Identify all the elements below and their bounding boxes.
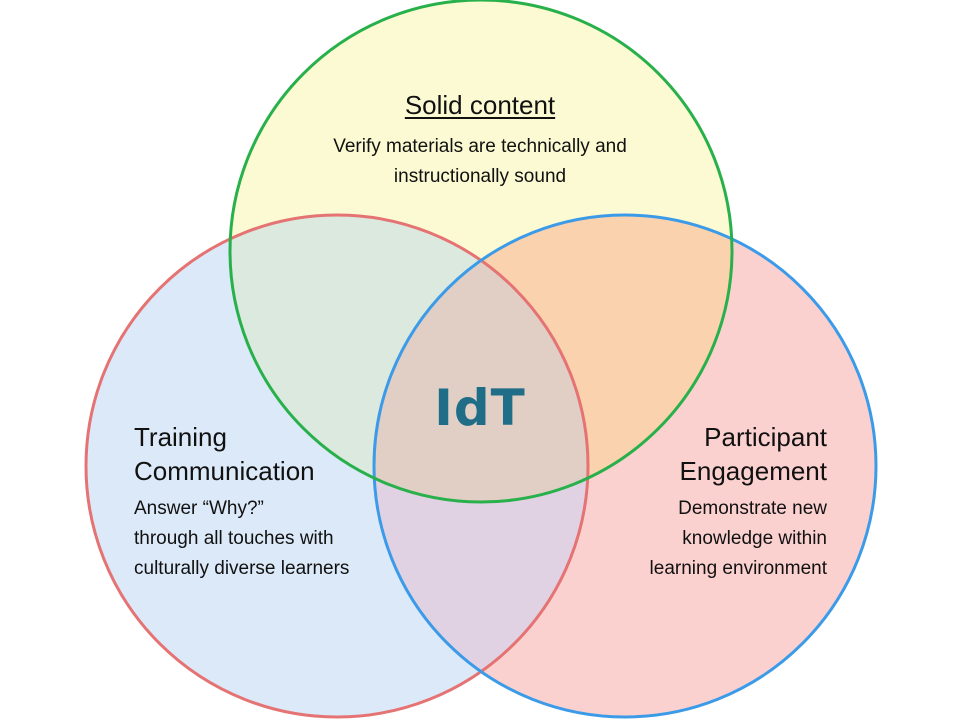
solid-content-description: Verify materials are technically and ins… — [280, 132, 680, 192]
solid-content-title: Solid content — [404, 90, 556, 120]
participant-engagement-group: Participant Engagement Demonstrate new k… — [540, 420, 827, 584]
training-circle-outline — [84, 213, 590, 719]
training-desc-line: culturally diverse learners — [134, 558, 350, 579]
participant-engagement-description: Demonstrate new knowledge within learnin… — [540, 494, 827, 584]
participant-desc-line: Demonstrate new — [678, 498, 827, 519]
idt-logo: IdT — [434, 379, 526, 437]
solid-circle-outline — [228, 0, 734, 504]
participant-circle-outline — [372, 213, 878, 719]
participant-title-line: Participant — [704, 422, 827, 452]
training-communication-title: Training Communication — [134, 420, 434, 488]
training-title-line: Communication — [134, 456, 315, 486]
solid-desc-line: Verify materials are technically and — [333, 136, 627, 157]
participant-title-line: Engagement — [679, 456, 827, 486]
training-desc-line: through all touches with — [134, 528, 334, 549]
center-overlap — [374, 215, 588, 502]
participant-desc-line: learning environment — [649, 558, 827, 579]
participant-engagement-title: Participant Engagement — [540, 420, 827, 488]
training-communication-description: Answer “Why?” through all touches with c… — [134, 494, 434, 584]
training-desc-line: Answer “Why?” — [134, 498, 264, 519]
solid-content-group: Solid content Verify materials are techn… — [280, 88, 680, 192]
participant-desc-line: knowledge within — [682, 528, 827, 549]
training-communication-group: Training Communication Answer “Why?” thr… — [134, 420, 434, 584]
training-title-line: Training — [134, 422, 227, 452]
solid-desc-line: instructionally sound — [393, 166, 567, 187]
